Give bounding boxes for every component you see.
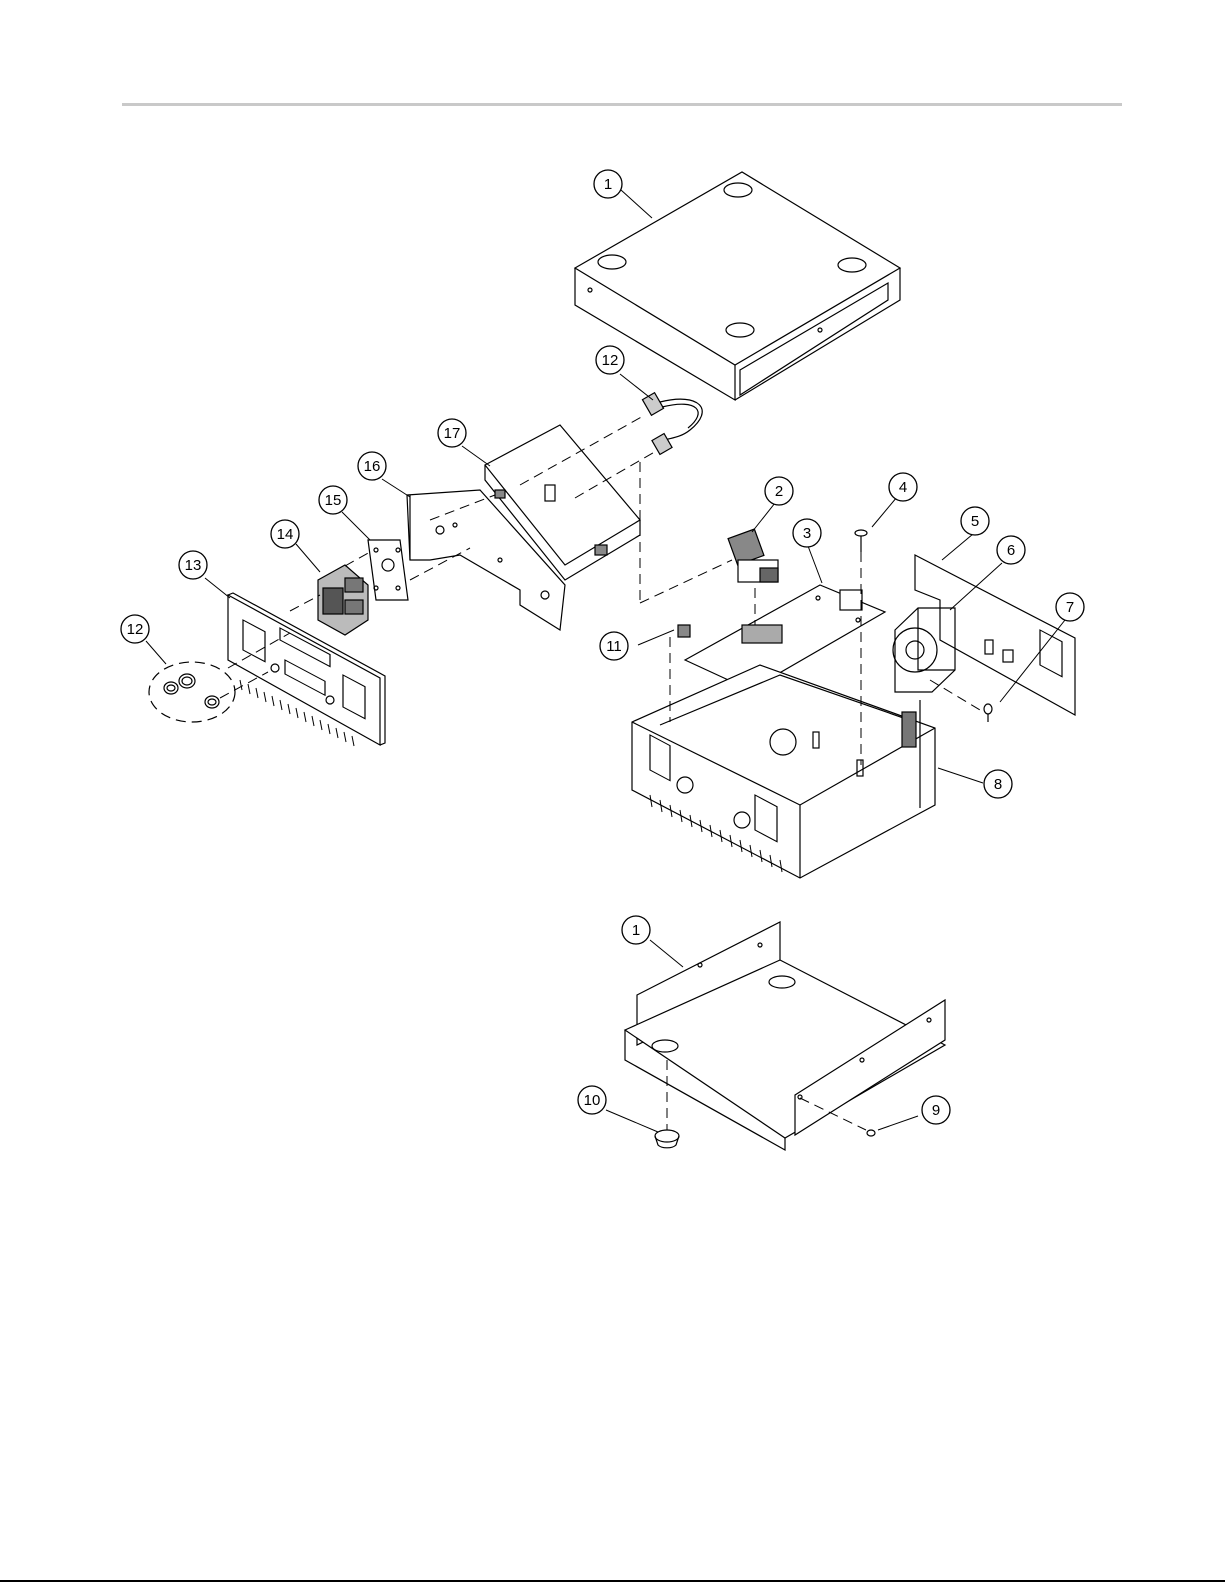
fan-6 bbox=[893, 608, 955, 692]
callout-c2: 2 bbox=[765, 477, 793, 505]
callout-label: 16 bbox=[364, 458, 381, 475]
callout-label: 4 bbox=[899, 479, 907, 496]
screw-9 bbox=[867, 1130, 875, 1136]
callout-label: 1 bbox=[604, 176, 612, 193]
callout-c12-left: 12 bbox=[121, 615, 149, 643]
callout-c12-top: 12 bbox=[596, 346, 624, 374]
callout-c4: 4 bbox=[889, 473, 917, 501]
callout-label: 1 bbox=[632, 922, 640, 939]
callout-c3: 3 bbox=[793, 519, 821, 547]
callout-c8: 8 bbox=[984, 770, 1012, 798]
plate-15 bbox=[368, 540, 408, 600]
callout-c11: 11 bbox=[600, 632, 628, 660]
callout-c9: 9 bbox=[922, 1096, 950, 1124]
callout-label: 11 bbox=[606, 638, 622, 655]
connector-14 bbox=[318, 565, 368, 635]
callout-label: 14 bbox=[277, 526, 294, 543]
callout-label: 12 bbox=[127, 621, 144, 638]
callout-c1-top: 1 bbox=[594, 170, 622, 198]
callout-label: 9 bbox=[932, 1102, 940, 1119]
callout-c15: 15 bbox=[319, 486, 347, 514]
callout-label: 15 bbox=[325, 492, 342, 509]
callout-c17: 17 bbox=[438, 419, 466, 447]
foot-10 bbox=[655, 1130, 679, 1148]
nuts-12 bbox=[149, 662, 235, 722]
callout-label: 7 bbox=[1066, 599, 1074, 616]
callout-c5: 5 bbox=[961, 507, 989, 535]
footer-rule bbox=[0, 1580, 1225, 1582]
connector-board-2 bbox=[728, 529, 778, 582]
callout-label: 6 bbox=[1007, 542, 1015, 559]
callout-label: 10 bbox=[584, 1092, 601, 1109]
callout-c6: 6 bbox=[997, 536, 1025, 564]
callout-label: 8 bbox=[994, 776, 1002, 793]
callout-c13: 13 bbox=[179, 551, 207, 579]
callout-label: 12 bbox=[602, 352, 619, 369]
screw-7 bbox=[984, 704, 992, 722]
chassis-8 bbox=[632, 665, 935, 878]
rf-cable bbox=[642, 393, 702, 455]
callout-c10: 10 bbox=[578, 1086, 606, 1114]
top-cover bbox=[575, 172, 900, 400]
callout-label: 2 bbox=[775, 483, 783, 500]
wire-11 bbox=[678, 625, 690, 637]
callout-c7: 7 bbox=[1056, 593, 1084, 621]
bottom-cover bbox=[625, 922, 945, 1150]
callout-c14: 14 bbox=[271, 520, 299, 548]
callout-label: 3 bbox=[803, 525, 811, 542]
screw-4 bbox=[855, 530, 867, 552]
callout-label: 5 bbox=[971, 513, 979, 530]
callout-c1-bottom: 1 bbox=[622, 916, 650, 944]
callout-label: 13 bbox=[185, 557, 202, 574]
callout-c16: 16 bbox=[358, 452, 386, 480]
callout-label: 17 bbox=[444, 425, 461, 442]
